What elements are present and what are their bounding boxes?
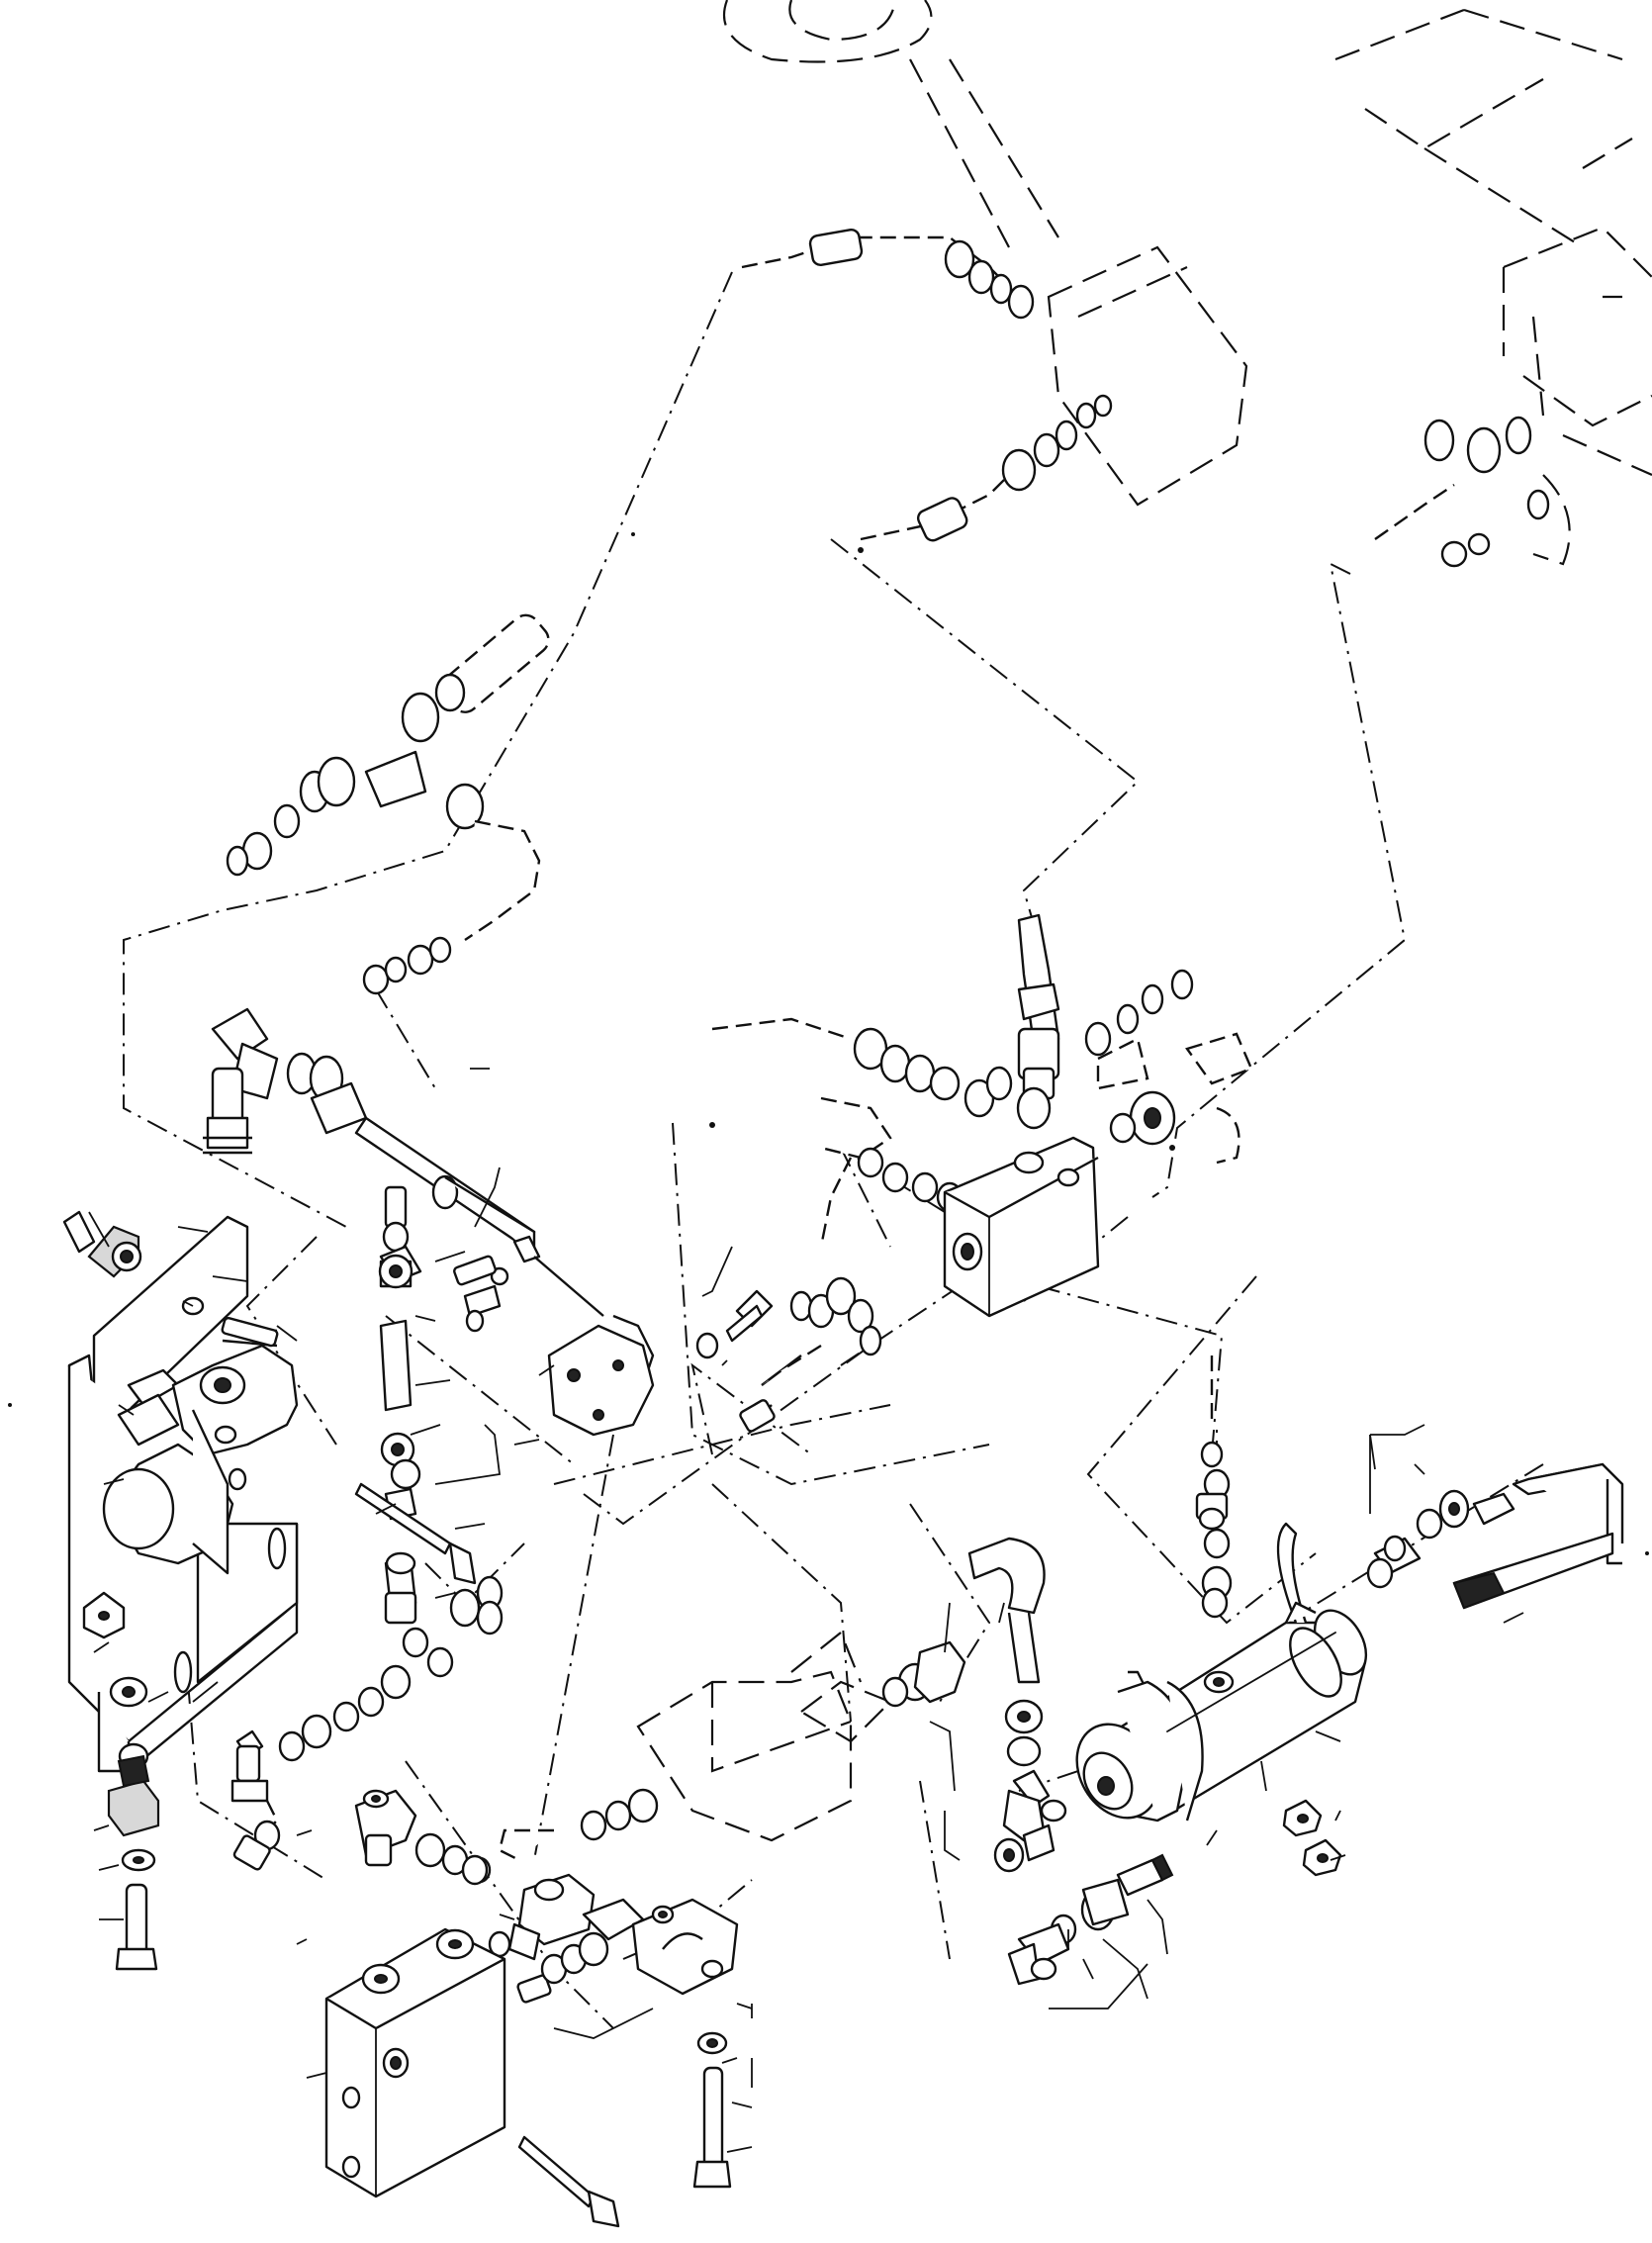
lower-center-hoses — [468, 1788, 659, 1884]
left-nut-and-washer — [82, 1591, 148, 1708]
pipe-assembly-top — [286, 1052, 655, 1437]
left-lower-spacer — [107, 1742, 160, 1971]
leader-lines — [88, 1068, 1524, 2153]
valve-block-upper — [943, 1136, 1100, 1318]
elbow-fittings-right — [881, 1537, 1067, 1873]
ghost-steering-column — [722, 0, 1248, 507]
fittings-lower-mid — [516, 1898, 645, 2004]
center-fittings — [711, 913, 1253, 1248]
ghost-block-center — [636, 1631, 892, 1842]
right-nuts — [1282, 1799, 1342, 1877]
center-hose — [739, 1276, 882, 1433]
elbow-fitting-left — [203, 1007, 279, 1155]
tee-fitting-lower-left — [354, 1789, 489, 1886]
lower-left-fittings — [230, 1551, 504, 1871]
long-bolt-center — [354, 1482, 477, 1585]
scan-specks — [8, 532, 1649, 1555]
hose-vertical-right — [1195, 1355, 1233, 1619]
block-bolt-lower — [517, 2135, 620, 2228]
valve-housing-left — [102, 1344, 299, 1575]
left-spacer-top — [62, 1210, 142, 1278]
upper-hose-assembly — [741, 228, 1571, 568]
clamp-screw — [692, 2031, 732, 2189]
left-hose-assembly — [226, 613, 550, 995]
fitting-chain-right — [1366, 1489, 1470, 1589]
cap-screw-center — [695, 1289, 774, 1359]
hose-end-fitting-top — [944, 239, 1035, 320]
vertical-fittings-left — [378, 1185, 422, 1521]
hose-end-fitting-right — [1423, 416, 1571, 568]
ghost-frame-right — [1334, 8, 1652, 477]
fittings-bottom-right — [1007, 1853, 1174, 1986]
tee-fitting-center — [488, 1873, 596, 1961]
bracket-washer-screws — [181, 1255, 509, 1348]
clamp-half — [631, 1898, 739, 1996]
valve-block-lower — [324, 1927, 506, 2198]
tube-bend-right — [1452, 1462, 1624, 1610]
cylinder-housing — [1075, 1522, 1368, 1822]
small-screw-pipe — [463, 1284, 502, 1333]
hose-end-fitting-mid — [1001, 394, 1113, 492]
